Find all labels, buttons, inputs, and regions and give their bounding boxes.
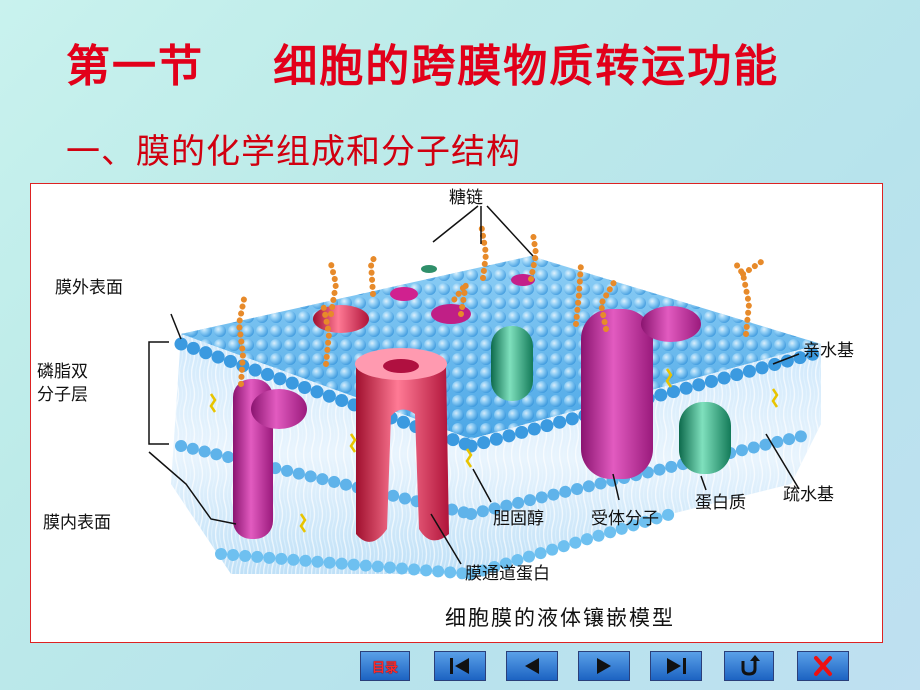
previous-icon <box>525 658 539 674</box>
last-page-button[interactable] <box>650 651 702 681</box>
last-page-icon <box>667 658 686 674</box>
embedded-protein-green <box>491 326 533 401</box>
sugar-chains <box>235 221 764 387</box>
previous-button[interactable] <box>506 651 558 681</box>
first-page-icon <box>450 658 469 674</box>
label-bilayer-line1: 磷脂双 <box>37 362 88 382</box>
label-outer-surface: 膜外表面 <box>55 278 123 298</box>
next-button[interactable] <box>578 651 630 681</box>
next-icon <box>597 658 611 674</box>
label-hydrophilic: 亲水基 <box>803 341 854 361</box>
diagram-frame: 糖链 膜外表面 磷脂双 分子层 膜内表面 亲水基 疏水基 胆固醇 受体分子 蛋白… <box>30 183 883 643</box>
leader-lines <box>148 205 800 565</box>
label-sugar-chain: 糖链 <box>449 188 483 208</box>
menu-button[interactable]: 目录 <box>360 651 410 681</box>
fluid-mosaic-diagram: 糖链 膜外表面 磷脂双 分子层 膜内表面 亲水基 疏水基 胆固醇 受体分子 蛋白… <box>37 188 854 630</box>
label-hydrophobic: 疏水基 <box>783 485 834 505</box>
channel-protein <box>355 348 449 542</box>
receptor-protein-right <box>581 306 701 479</box>
receptor-protein-left <box>233 379 307 539</box>
phospholipid-heads <box>174 337 828 580</box>
label-cholesterol: 胆固醇 <box>493 509 544 529</box>
slide-title: 第一节 细胞的跨膜物质转运功能 <box>66 41 780 92</box>
first-page-button[interactable] <box>434 651 486 681</box>
slide-subtitle: 一、膜的化学组成和分子结构 <box>66 132 521 172</box>
menu-button-label: 目录 <box>371 660 398 676</box>
return-button[interactable] <box>724 651 774 681</box>
label-protein: 蛋白质 <box>695 493 746 513</box>
protein-green-right <box>679 402 731 474</box>
cholesterol-molecules <box>209 368 779 533</box>
close-icon <box>814 656 832 676</box>
label-channel-protein: 膜通道蛋白 <box>465 564 550 584</box>
close-button[interactable] <box>797 651 849 681</box>
label-receptor: 受体分子 <box>591 509 659 529</box>
return-icon <box>741 655 760 676</box>
diagram-caption: 细胞膜的液体镶嵌模型 <box>445 606 675 630</box>
label-inner-surface: 膜内表面 <box>43 513 111 533</box>
label-bilayer-line2: 分子层 <box>37 385 88 405</box>
